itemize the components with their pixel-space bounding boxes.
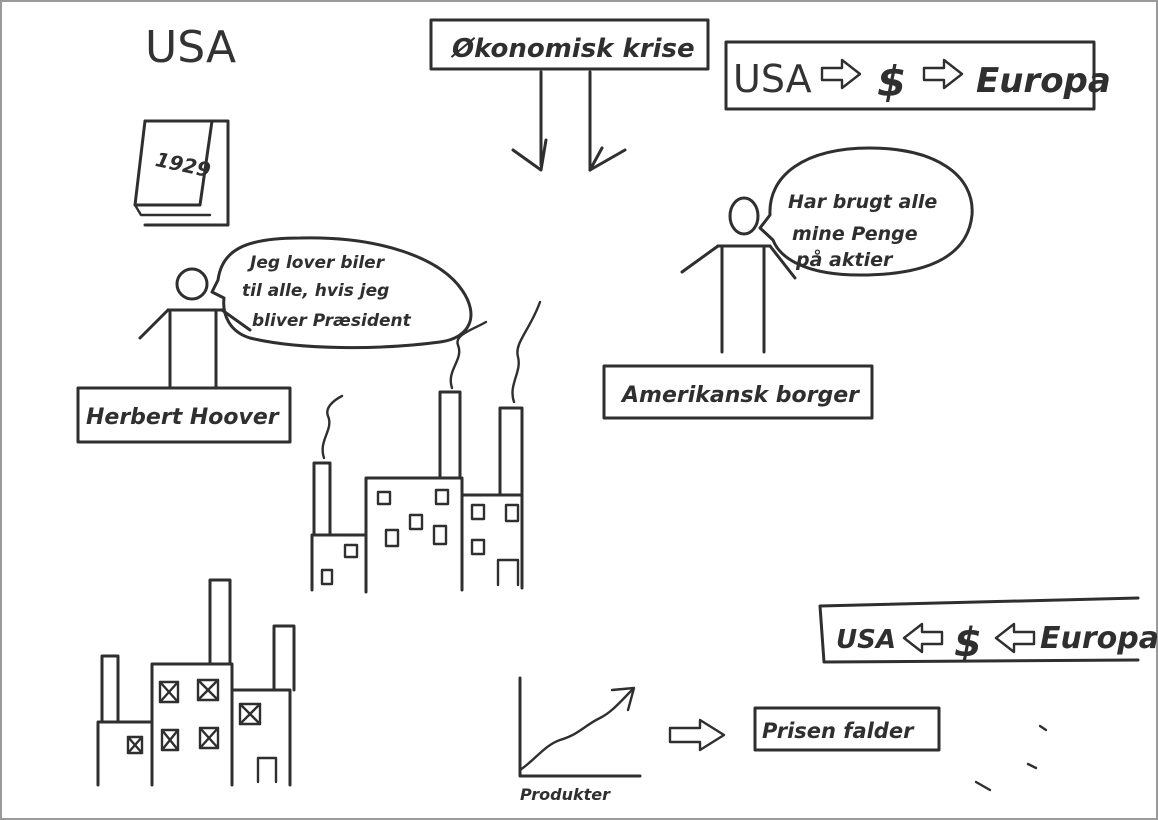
flow-bottom-from: USA — [836, 625, 896, 655]
page-title: USA — [145, 22, 236, 73]
hoover-speech-bubble: Jeg lover biler til alle, hvis jeg blive… — [210, 236, 473, 350]
citizen-speech-line-1: Har brugt alle — [788, 191, 937, 213]
price-box: Prisen falder — [753, 706, 941, 752]
calendar-icon: 1929 — [133, 119, 230, 227]
arrow-left-icon — [994, 622, 1036, 654]
crossed-window-icon — [126, 678, 262, 755]
citizen-label: Amerikansk borger — [620, 383, 860, 408]
hoover-speech-line-2: til alle, hvis jeg — [242, 281, 389, 301]
hoover-label-box: Herbert Hoover — [76, 386, 292, 444]
factory-icon — [310, 300, 542, 594]
factory-icon — [96, 578, 296, 787]
crisis-label: Økonomisk krise — [450, 34, 695, 64]
arrow-right-icon — [668, 718, 726, 752]
stray-mark — [1026, 762, 1038, 770]
flow-bottom-dollar: $ — [954, 620, 982, 666]
hoover-figure — [138, 267, 252, 390]
line-chart-icon: Produkter — [518, 676, 642, 804]
citizen-figure — [680, 196, 797, 354]
hoover-speech-line-1: Jeg lover biler — [247, 253, 386, 273]
citizen-label-box: Amerikansk borger — [602, 364, 874, 420]
stray-mark — [1038, 724, 1048, 732]
citizen-speech-line-3: på aktier — [795, 247, 894, 271]
arrow-left-icon — [902, 622, 944, 654]
flow-bottom-to: Europa — [1040, 621, 1158, 656]
flow-top-to: Europa — [976, 61, 1111, 101]
graph-xlabel: Produkter — [520, 785, 611, 804]
hoover-speech-line-3: bliver Præsident — [252, 311, 412, 331]
citizen-speech-line-2: mine Penge — [792, 223, 918, 245]
crisis-box: Økonomisk krise — [429, 18, 710, 71]
flow-top-dollar: $ — [877, 57, 906, 106]
stray-mark — [974, 780, 992, 792]
arrow-right-icon — [820, 58, 862, 90]
citizen-speech-bubble: Har brugt alle mine Penge på aktier — [758, 146, 974, 277]
crisis-arrows-icon — [511, 70, 627, 172]
flow-top-from: USA — [733, 57, 812, 101]
flow-box-bottom: USA $ Europa — [818, 596, 1158, 666]
flow-box-top: USA $ Europa — [724, 40, 1111, 111]
price-label: Prisen falder — [762, 719, 915, 743]
arrow-right-icon — [922, 58, 964, 90]
hoover-label: Herbert Hoover — [86, 405, 280, 430]
